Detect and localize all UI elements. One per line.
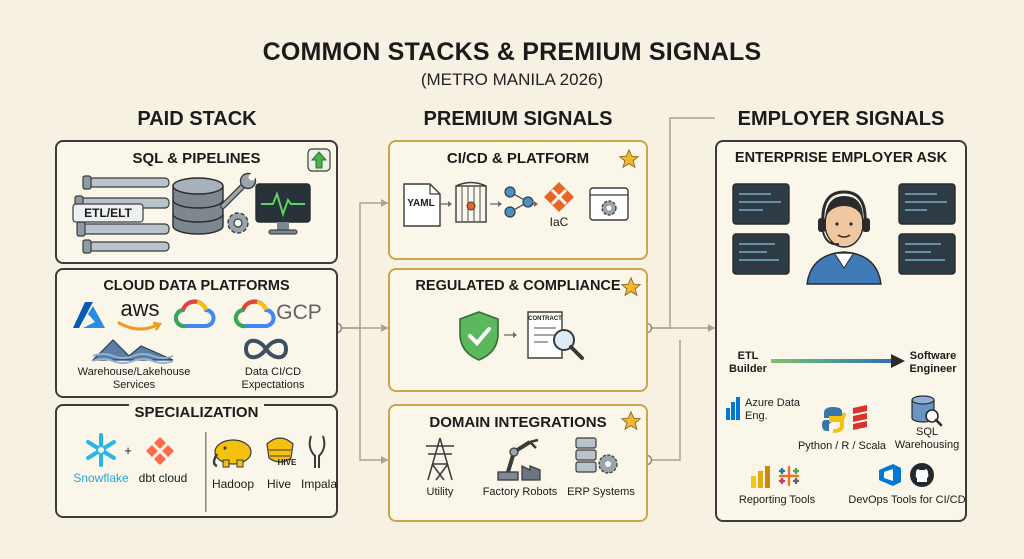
github-icon	[910, 463, 934, 487]
panel-title-cloud: CLOUD DATA PLATFORMS	[103, 278, 290, 294]
azure-bar-icon	[726, 397, 740, 420]
hive-icon	[266, 437, 294, 463]
python-icon	[822, 407, 846, 433]
tableau-icon	[778, 465, 800, 487]
hadoop-label: Hadoop	[211, 477, 255, 491]
dbt-icon	[146, 437, 174, 465]
snowflake-label: Snowflake	[73, 471, 129, 485]
azure-data-eng-label: Azure Data Eng.	[745, 397, 801, 422]
aws-label: aws	[120, 296, 160, 321]
reporting-tools-label: Reporting Tools	[738, 494, 816, 506]
dbt-label: dbt cloud	[138, 471, 188, 485]
iac-label: IaC	[549, 215, 569, 229]
devops-tools-label: DevOps Tools for CI/CD	[848, 494, 966, 506]
panel-title-employer: ENTERPRISE EMPLOYER ASK	[734, 150, 948, 166]
hive-label: Hive	[266, 477, 291, 491]
erp-systems-label: ERP Systems	[567, 486, 635, 498]
azure-icon	[73, 302, 105, 328]
workflow-icon	[504, 186, 534, 218]
gear-icon	[227, 212, 249, 234]
panel-cloud-platforms: CLOUD DATA PLATFORMS aws GCP Warehouse/L…	[55, 268, 338, 398]
erp-systems-icon	[575, 437, 618, 474]
iac-icon	[544, 182, 574, 212]
engineer-workstation-illustration	[732, 183, 956, 285]
panel-specialization: SPECIALIZATION Snowflake + dbt cloud Had…	[55, 404, 338, 518]
connector-from-domain	[647, 340, 681, 461]
monitor-icon	[255, 183, 311, 235]
impala-label: Impala	[300, 477, 338, 491]
sql-warehousing-label: SQL Warehousing	[894, 426, 960, 451]
plus-sign: +	[124, 443, 132, 458]
gcp-label: GCP	[276, 301, 322, 324]
factory-robots-label: Factory Robots	[482, 486, 558, 498]
etl-builder-label: ETL Builder	[729, 350, 767, 375]
yaml-label: YAML	[407, 198, 435, 209]
panel-title-domain: DOMAIN INTEGRATIONS	[429, 414, 607, 431]
infinity-cicd-icon	[243, 338, 289, 360]
connector-to-employer-top	[647, 117, 715, 329]
pipes-icon	[72, 175, 170, 254]
panel-sql-pipelines: SQL & PIPELINES ETL/ELT	[55, 140, 338, 264]
panel-enterprise-employer: ENTERPRISE EMPLOYER ASK ETL Builder	[715, 140, 967, 522]
sql-database-search-icon	[911, 395, 943, 427]
contract-label: CONTRACT	[528, 316, 562, 322]
wrench-icon	[220, 172, 257, 209]
column-heading-paid-stack: PAID STACK	[137, 108, 257, 130]
connector-to-cicd	[337, 202, 388, 329]
flow-arrows	[440, 201, 538, 207]
scala-icon	[853, 405, 867, 430]
star-icon	[620, 276, 642, 297]
star-icon	[618, 148, 640, 169]
warehouse-label: Warehouse/Lakehouse Services	[77, 366, 191, 391]
python-r-scala-label: Python / R / Scala	[797, 440, 887, 452]
panel-cicd-platform: CI/CD & PLATFORM YAML IaC	[388, 140, 648, 260]
progression-arrow	[771, 354, 905, 368]
yaml-file-icon	[403, 183, 441, 227]
shield-check-icon	[459, 311, 499, 361]
gcp-cloud-icon	[233, 299, 276, 329]
power-bi-icon	[751, 466, 770, 488]
settings-window-icon	[589, 187, 629, 221]
arrow-icon	[504, 332, 517, 338]
snowflake-icon	[86, 433, 116, 467]
azure-devops-icon	[879, 464, 901, 486]
contract-search-icon	[527, 311, 584, 360]
hive-logo-text: HIVE	[277, 458, 297, 467]
aws-smile-icon	[117, 321, 163, 331]
page-title: COMMON STACKS & PREMIUM SIGNALS	[262, 38, 762, 66]
software-engineer-label: Software Engineer	[909, 350, 957, 375]
utility-tower-icon	[426, 437, 454, 481]
panel-domain-integrations: DOMAIN INTEGRATIONS Utility Factory Robo…	[388, 404, 648, 522]
panel-title-sql: SQL & PIPELINES	[132, 150, 261, 167]
column-heading-employer-signals: EMPLOYER SIGNALS	[737, 108, 945, 130]
panel-title-regulated: REGULATED & COMPLIANCE	[415, 278, 621, 294]
column-heading-premium-signals: PREMIUM SIGNALS	[423, 108, 613, 130]
gate-icon	[455, 181, 487, 223]
google-cloud-icon	[173, 299, 216, 329]
impala-icon	[308, 435, 326, 468]
arrow-up-icon	[307, 148, 331, 172]
divider	[205, 432, 207, 512]
hadoop-elephant-icon	[212, 439, 252, 468]
connector-to-domain	[337, 327, 388, 461]
panel-regulated-compliance: REGULATED & COMPLIANCE CONTRACT	[388, 268, 648, 392]
utility-label: Utility	[426, 486, 454, 498]
panel-title-specialization: SPECIALIZATION	[128, 404, 265, 421]
factory-robot-icon	[497, 438, 541, 481]
etl-label: ETL/ELT	[84, 206, 132, 220]
star-icon	[620, 410, 642, 431]
database-icon	[172, 177, 224, 235]
panel-title-cicd: CI/CD & PLATFORM	[446, 150, 590, 167]
cicd-expectations-label: Data CI/CD Expectations	[241, 366, 305, 391]
page-subtitle: (METRO MANILA 2026)	[420, 70, 604, 89]
lakehouse-icon	[91, 339, 174, 364]
